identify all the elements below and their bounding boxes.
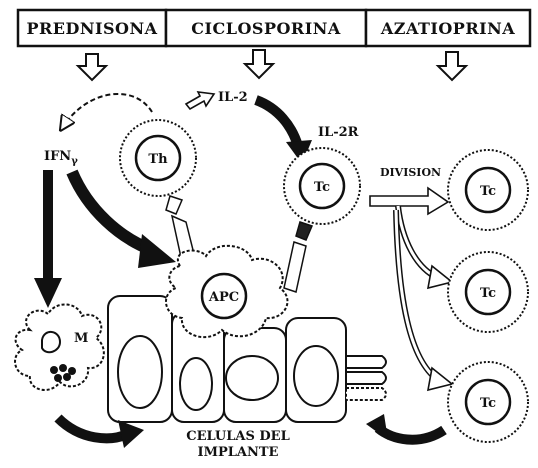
tc-main-cell: Tc: [284, 148, 360, 224]
drug-azatioprina: AZATIOPRINA: [380, 19, 515, 38]
implant-protrusion-1: [346, 356, 386, 368]
label-division: DIVISION: [380, 166, 441, 179]
implant-label-line2: IMPLANTE: [198, 445, 279, 460]
drug-ciclosporina: CICLOSPORINA: [191, 19, 341, 38]
label-il2r: IL-2R: [318, 125, 359, 140]
il2-to-receptor-arrow: [256, 100, 298, 146]
drug-arrows: [78, 50, 466, 80]
tc-divided-cell-1: Tc: [448, 150, 528, 230]
implant-protrusion-3: [346, 388, 386, 400]
il2-hollow-arrow: [186, 92, 214, 109]
tc-div2-label: Tc: [480, 286, 496, 301]
down-arrow-ciclosporina: [245, 50, 273, 78]
implant-protrusion-2: [346, 372, 386, 384]
tc-to-implant-arrow: [378, 428, 444, 440]
division-arrowhead-3: [428, 368, 452, 390]
implant-label-line1: CELULAS DEL: [186, 429, 290, 444]
th-cell: Th: [120, 120, 196, 196]
header-bar: PREDNISONA CICLOSPORINA AZATIOPRINA: [18, 10, 530, 46]
ifn-to-apc-arrowhead: [138, 234, 176, 268]
down-arrow-azatioprina: [438, 52, 466, 80]
drug-prednisona: PREDNISONA: [26, 19, 157, 38]
tc-div3-label: Tc: [480, 396, 496, 411]
macrophage-to-implant-arrowhead: [118, 420, 144, 448]
label-il2: IL-2: [218, 90, 248, 105]
macrophage-cell: M: [15, 304, 104, 390]
tc-receptor: [284, 222, 312, 292]
tc-divided-cell-2: Tc: [448, 252, 528, 332]
down-arrow-prednisona: [78, 54, 106, 80]
th-label: Th: [148, 152, 168, 167]
division-arrow-1: [370, 188, 448, 214]
apc-cell: APC: [166, 246, 288, 337]
tc-div1-label: Tc: [480, 184, 496, 199]
apc-label: APC: [208, 290, 239, 305]
dashed-arrow-th-to-ifn: [62, 94, 152, 128]
label-ifn: IFNγ: [44, 149, 78, 167]
tc-main-label: Tc: [314, 180, 330, 195]
tc-to-implant-arrowhead: [366, 414, 388, 440]
tc-divided-cell-3: Tc: [448, 362, 528, 442]
macrophage-label: M: [74, 331, 88, 346]
ifn-to-macrophage-arrowhead: [34, 278, 62, 308]
